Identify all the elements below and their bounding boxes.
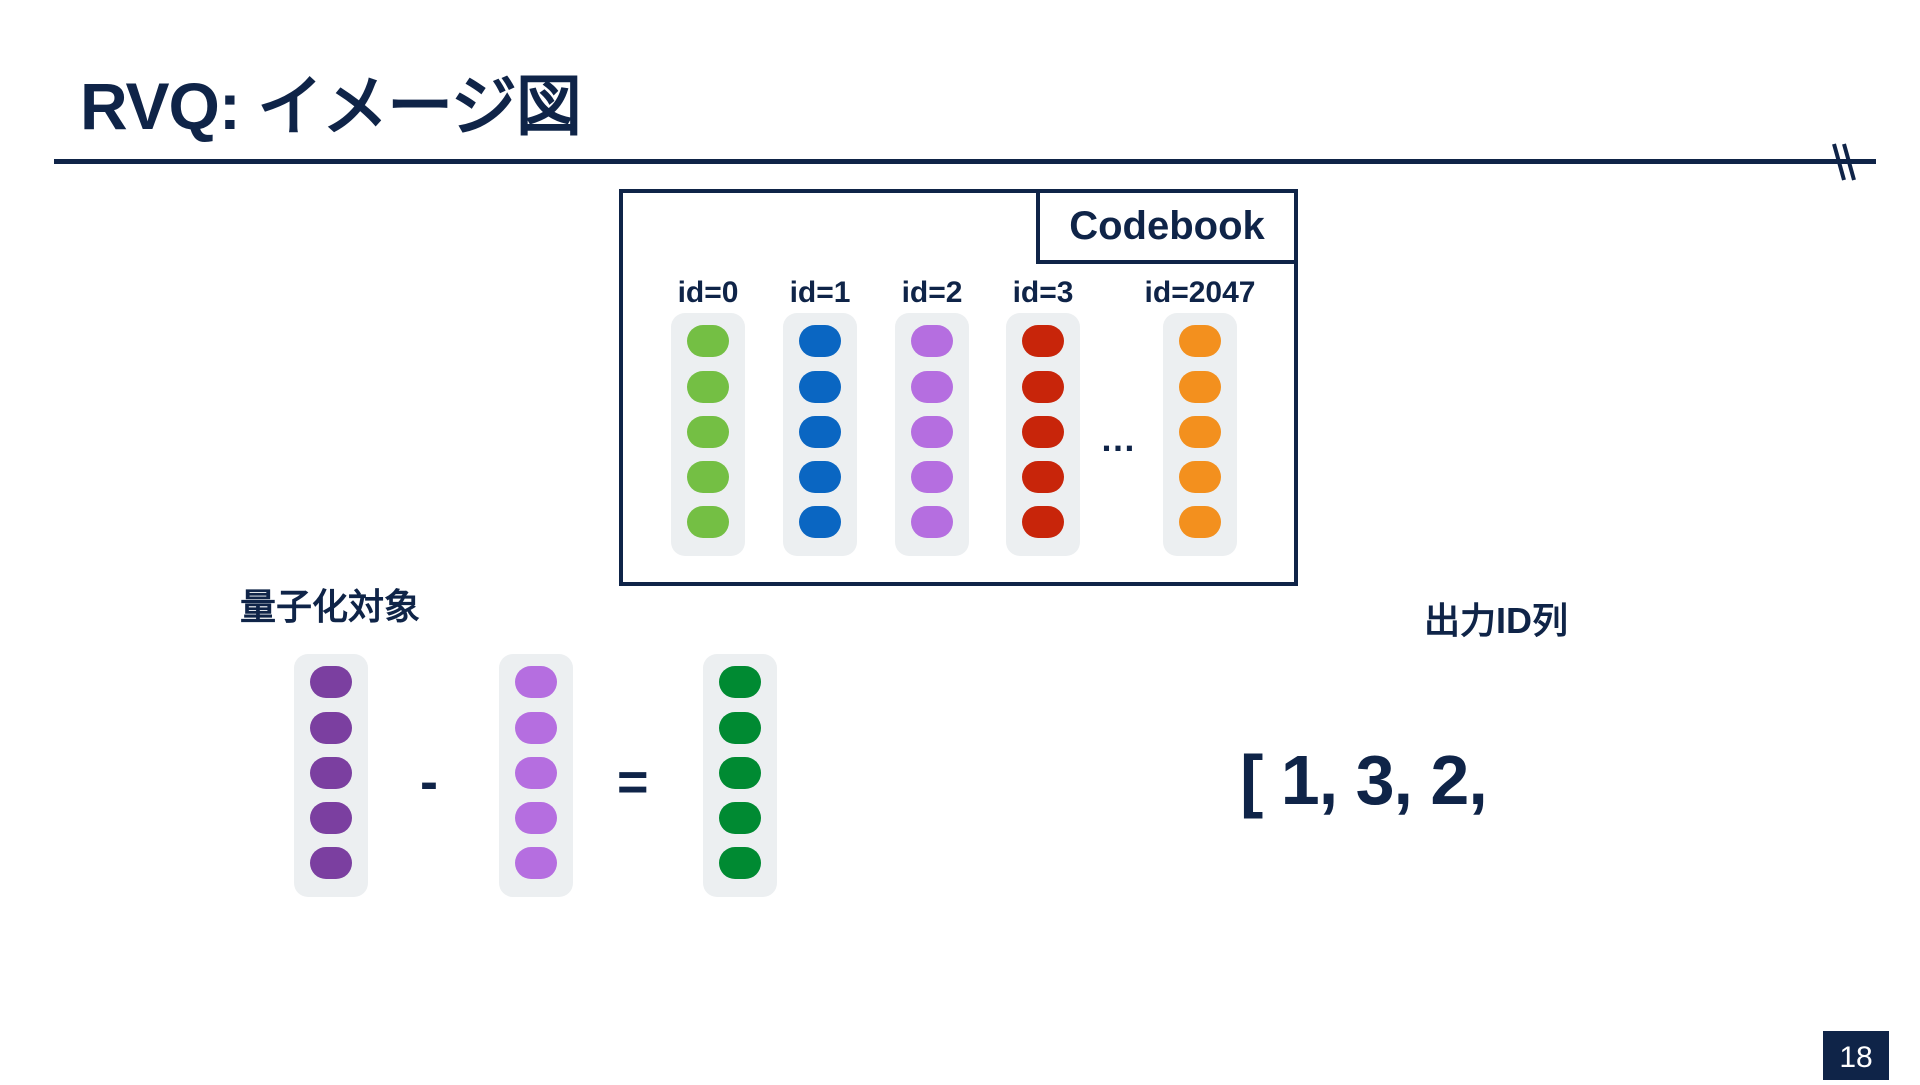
vector-element (719, 712, 761, 744)
codebook-id-label-0: id=0 (677, 276, 739, 309)
vector-element (310, 712, 352, 744)
vector-element (515, 666, 557, 698)
vector-element (1022, 325, 1064, 357)
vector-element (1179, 461, 1221, 493)
residual-vector (703, 654, 777, 897)
vector-element (1179, 371, 1221, 403)
codebook-vector-0 (671, 313, 745, 556)
vector-element (1022, 461, 1064, 493)
codebook-id-label-2: id=2 (901, 276, 963, 309)
quantize-target-label: 量子化対象 (240, 586, 421, 627)
page-title: RVQ: イメージ図 (80, 69, 582, 143)
vector-element (1179, 416, 1221, 448)
vector-element (310, 757, 352, 789)
line-break-icon (1832, 143, 1856, 181)
vector-element (687, 325, 729, 357)
vector-element (911, 461, 953, 493)
codebook-vector-3 (1006, 313, 1080, 556)
codebook-id-label-1: id=1 (789, 276, 851, 309)
vector-element (1022, 416, 1064, 448)
vector-element (911, 416, 953, 448)
vector-element (799, 371, 841, 403)
vector-element (687, 506, 729, 538)
codebook-id-label-3: id=3 (1012, 276, 1074, 309)
subtracted-codebook-vector (499, 654, 573, 897)
codebook-label: Codebook (1036, 189, 1298, 264)
vector-element (687, 371, 729, 403)
vector-element (515, 847, 557, 879)
vector-element (515, 757, 557, 789)
page-number: 18 (1823, 1031, 1889, 1080)
codebook-vector-1 (783, 313, 857, 556)
vector-element (911, 371, 953, 403)
vector-element (719, 757, 761, 789)
output-id-sequence: [ 1, 3, 2, (1240, 741, 1488, 819)
vector-element (719, 666, 761, 698)
vector-element (719, 847, 761, 879)
vector-element (310, 666, 352, 698)
vector-element (310, 802, 352, 834)
vector-element (799, 461, 841, 493)
vector-element (911, 506, 953, 538)
vector-element (911, 325, 953, 357)
codebook-id-label-2047: id=2047 (1144, 276, 1256, 309)
vector-element (799, 416, 841, 448)
vector-element (687, 416, 729, 448)
vector-element (1022, 506, 1064, 538)
vector-element (687, 461, 729, 493)
title-divider (54, 159, 1876, 164)
codebook-ellipsis: … (1100, 418, 1137, 459)
equals-operator: = (617, 752, 649, 812)
vector-element (1022, 371, 1064, 403)
vector-element (1179, 506, 1221, 538)
vector-element (310, 847, 352, 879)
vector-element (515, 712, 557, 744)
vector-element (799, 325, 841, 357)
minus-operator: - (420, 752, 438, 812)
vector-element (799, 506, 841, 538)
output-id-label: 出力ID列 (1424, 600, 1569, 641)
vector-element (515, 802, 557, 834)
codebook-vector-2047 (1163, 313, 1237, 556)
vector-element (719, 802, 761, 834)
vector-element (1179, 325, 1221, 357)
codebook-vector-2 (895, 313, 969, 556)
input-vector (294, 654, 368, 897)
